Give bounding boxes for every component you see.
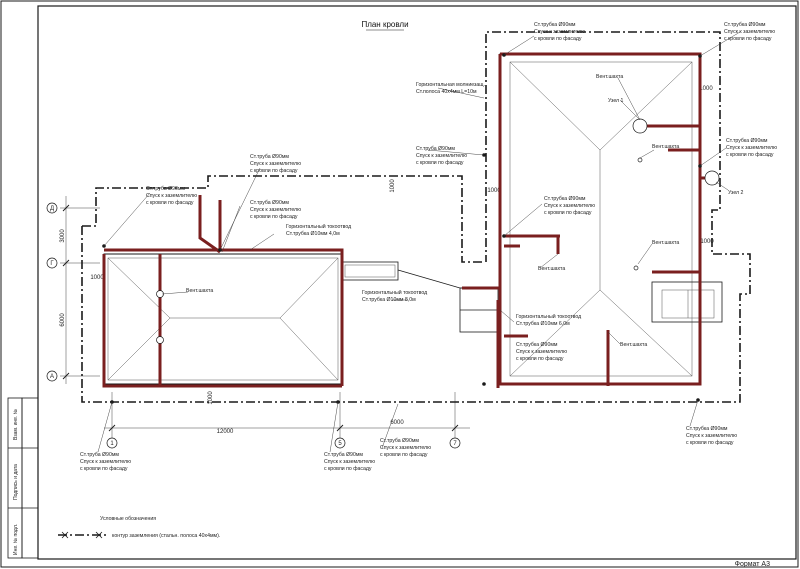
note-downpipe-2: Ст.труба Ø90мм <box>250 154 289 160</box>
axis-row-d: Д <box>50 206 54 212</box>
note-vent-3: Вент.шахта <box>652 240 679 246</box>
note-downpipe-1: Ст.труба Ø90мм <box>146 186 185 192</box>
note-downpipe-5c: с кровли по фасаду <box>324 466 372 472</box>
leader-dots <box>102 53 702 404</box>
note-downpipe-12b: Спуск к заземлителю <box>516 349 567 355</box>
dim-1000-c: 1000 <box>390 179 396 193</box>
note-downpipe-6c: с кровли по фасаду <box>380 452 428 458</box>
note-downpipe-10c: с кровли по фасаду <box>726 152 774 158</box>
note-downpipe-13b: Спуск к заземлителю <box>686 433 737 439</box>
note-hconductor-1: Горизонтальный токоотвод <box>286 223 351 230</box>
dimension-ticks <box>62 204 459 432</box>
dim-3000: 3000 <box>60 229 66 243</box>
axis-col-5: 5 <box>338 441 342 447</box>
drawing-frame <box>37 5 797 560</box>
note-downpipe-4c: с кровли по фасаду <box>80 466 128 472</box>
note-downpipe-5: Ст.труба Ø90мм <box>324 452 363 458</box>
note-hconductor-2: Горизонтальный токоотвод <box>362 289 427 296</box>
axis-col-7: 7 <box>453 441 457 447</box>
axis-grid <box>60 196 470 438</box>
note-hconductor-3: Горизонтальный токоотвод <box>516 313 581 320</box>
dim-6000-vertical: 6000 <box>60 313 66 327</box>
note-node-2: Узел 2 <box>728 190 744 196</box>
vent-markers <box>156 118 720 344</box>
note-vent-left: Вент.шахта <box>186 288 213 294</box>
axis-col-1: 1 <box>110 441 114 447</box>
dim-1000-e: 1000 <box>699 86 713 92</box>
note-downpipe-13c: с кровли по фасаду <box>686 440 734 446</box>
note-downpipe-6: Ст.труба Ø90мм <box>380 438 419 444</box>
dim-1000-d: 1000 <box>487 188 501 194</box>
note-vent-5: Вент.шахта <box>620 342 647 348</box>
note-downpipe-9c: с кровли по фасаду <box>724 36 772 42</box>
dim-12000: 12000 <box>217 429 234 435</box>
note-downpipe-8b: Спуск к заземлителю <box>534 29 585 35</box>
grounding-contour <box>81 31 751 403</box>
note-downpipe-7c: с кровли по фасаду <box>416 160 464 166</box>
note-downpipe-7: Ст.труба Ø90мм <box>416 146 455 152</box>
axis-row-a: А <box>50 374 54 380</box>
note-downpipe-11: Ст.трубка Ø90мм <box>544 196 586 202</box>
stamp-cell-1: Взам. инв. № <box>13 409 19 440</box>
side-stamp: Взам. инв. № Подпись и дата Инв. № подл. <box>7 397 39 559</box>
note-downpipe-4: Ст.труба Ø90мм <box>80 452 119 458</box>
note-vent-2: Вент.шахта <box>652 144 679 150</box>
note-downpipe-11b: Спуск к заземлителю <box>544 203 595 209</box>
note-downpipe-8: Ст.трубка Ø90мм <box>534 22 576 28</box>
note-downpipe-10b: Спуск к заземлителю <box>726 145 777 151</box>
note-downpipe-13: Ст.трубка Ø90мм <box>686 426 728 432</box>
note-downpipe-8c: с кровли по фасаду <box>534 36 582 42</box>
note-downpipe-2c: с кровли по фасаду <box>250 168 298 174</box>
left-roof <box>103 253 399 385</box>
dim-1000-f: 1000 <box>700 239 714 245</box>
note-downpipe-5b: Спуск к заземлителю <box>324 459 375 465</box>
stamp-cell-2: Подпись и дата <box>13 464 19 500</box>
axis-col-bubbles: 1 5 7 <box>106 437 461 449</box>
legend: Условные обозначения контур заземления (… <box>58 516 220 539</box>
note-vent-4: Вент.шахта <box>538 266 565 272</box>
note-hconductor-2b: Ст.трубка Ø10мм 8,0м <box>362 297 416 303</box>
note-downpipe-1b: Спуск к заземлителю <box>146 193 197 199</box>
annotations: Ст.труба Ø90мм Спуск к заземлителю с кро… <box>80 22 777 472</box>
stamp-cell-3: Инв. № подл. <box>13 524 19 555</box>
note-downpipe-12: Ст.трубка Ø90мм <box>516 342 558 348</box>
legend-heading: Условные обозначения <box>100 516 156 522</box>
note-hconductor-1b: Ст.трубка Ø10мм 4,0м <box>286 231 340 237</box>
note-downpipe-6b: Спуск к заземлителю <box>380 445 431 451</box>
note-node-1: Узел 1 <box>608 98 624 104</box>
drawing-title: План кровли <box>361 20 408 29</box>
note-downpipe-11c: с кровли по фасаду <box>544 210 592 216</box>
note-downpipe-3c: с кровли по фасаду <box>250 214 298 220</box>
note-downpipe-10: Ст.трубка Ø90мм <box>726 138 768 144</box>
dim-6000: 6000 <box>390 420 404 426</box>
note-mesh-b: Ст.полоса 40х4мм L=10м <box>416 89 477 95</box>
note-downpipe-1c: с кровли по фасаду <box>146 200 194 206</box>
note-downpipe-7b: Спуск к заземлителю <box>416 153 467 159</box>
note-downpipe-9: Ст.трубка Ø90мм <box>724 22 766 28</box>
note-vent-1: Вент.шахта <box>596 74 623 80</box>
note-downpipe-3: Ст.труба Ø90мм <box>250 200 289 206</box>
note-downpipe-12c: с кровли по фасаду <box>516 356 564 362</box>
note-downpipe-9b: Спуск к заземлителю <box>724 29 775 35</box>
lightning-conductors <box>102 52 712 388</box>
leader-lines <box>97 31 741 453</box>
dim-1000-b: 1000 <box>208 391 214 405</box>
note-hconductor-3b: Ст.трубка Ø10мм 6,0м <box>516 321 570 327</box>
axis-row-g: Г <box>50 261 54 267</box>
format-label: Формат А3 <box>735 561 770 568</box>
note-downpipe-4b: Спуск к заземлителю <box>80 459 131 465</box>
note-downpipe-2b: Спуск к заземлителю <box>250 161 301 167</box>
note-downpipe-3b: Спуск к заземлителю <box>250 207 301 213</box>
axis-row-bubbles: Д Г А <box>46 202 58 382</box>
dim-1000-a: 1000 <box>90 275 104 281</box>
note-mesh: Горизонтальная молниезащ. <box>416 82 485 88</box>
legend-grounding: контур заземления (стальн. полоса 40х4мм… <box>112 533 220 539</box>
